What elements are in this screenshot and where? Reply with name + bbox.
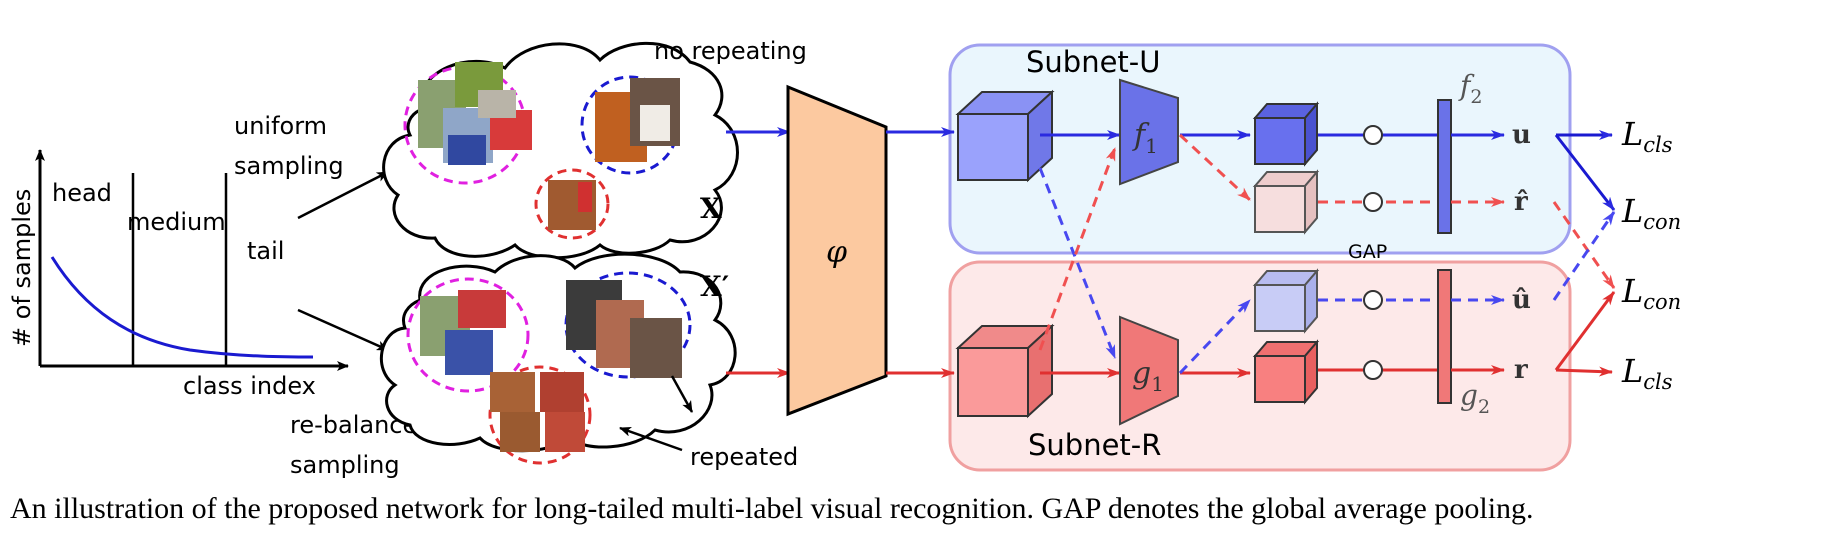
backbone-symbol: φ	[826, 235, 847, 270]
output-u: u	[1512, 120, 1531, 150]
tail-class-group	[564, 271, 692, 379]
sample-image	[490, 372, 535, 412]
loss-cls-r: Lcls	[1621, 352, 1673, 394]
sample-image	[578, 182, 592, 212]
cube-u	[1252, 101, 1320, 167]
loss-cls-u: Lcls	[1621, 115, 1673, 157]
head-class-group	[406, 277, 530, 393]
sample-image	[478, 90, 516, 118]
cube-u-hat	[1252, 268, 1320, 334]
no-repeating-label: no repeating	[654, 37, 807, 65]
sample-image	[630, 318, 682, 378]
subnet-r-title: Subnet-R	[1028, 428, 1161, 462]
subnet-u-title: Subnet-U	[1026, 45, 1160, 79]
rare-class-group	[488, 365, 592, 465]
u-hat-to-lcon-arrow	[1552, 211, 1616, 301]
repeated-arrow-2	[619, 426, 683, 452]
r-to-lcls-arrow	[1555, 366, 1613, 377]
gap-node	[1363, 125, 1383, 145]
cube-r-hat	[1252, 169, 1320, 235]
u-feature-to-g1-dashed-arrow	[1038, 167, 1117, 359]
uniform-sampling-arrow	[297, 170, 389, 220]
g2-classifier	[1437, 269, 1452, 404]
rebalanced-sampling-arrow	[297, 308, 389, 352]
rare-class-group	[534, 168, 610, 240]
gap-node	[1363, 192, 1383, 212]
sample-image	[640, 105, 670, 141]
gap-label: GAP	[1348, 241, 1387, 263]
g2-label: g2	[1460, 379, 1490, 418]
loss-con-r: Lcon	[1621, 272, 1681, 314]
network-diagram: # of samples head medium tail class inde…	[8, 37, 1681, 479]
sample-image	[448, 135, 486, 165]
figure-caption: An illustration of the proposed network …	[10, 492, 1534, 525]
uniform-batch-cloud	[382, 41, 739, 260]
sample-image	[545, 412, 585, 452]
rebalanced-sampling-label-2: sampling	[290, 451, 400, 479]
input-x-label: X	[700, 192, 722, 225]
feature-map-r	[955, 323, 1055, 419]
sample-image	[540, 372, 584, 412]
gap-node	[1363, 290, 1383, 310]
repeated-label: repeated	[690, 443, 798, 471]
r-hat-to-lcon-arrow	[1552, 201, 1616, 289]
repeated-arrow-1	[670, 375, 694, 413]
sample-image	[458, 290, 506, 328]
g1-head	[1119, 315, 1179, 426]
input-x-prime-label: X′	[700, 270, 729, 303]
loss-con-u: Lcon	[1621, 192, 1681, 234]
feature-map-u	[955, 89, 1055, 183]
output-u-hat: û	[1512, 285, 1531, 315]
r-feature-to-f1-dashed-arrow	[1038, 147, 1117, 351]
u-to-lcon-arrow	[1554, 134, 1616, 211]
medium-label: medium	[127, 208, 226, 236]
long-tail-curve	[50, 256, 314, 359]
distribution-plot: # of samples head medium tail class inde…	[8, 149, 349, 400]
gap-node	[1363, 360, 1383, 380]
y-axis-label: # of samples	[8, 189, 36, 347]
uniform-sampling-label-2: sampling	[234, 152, 344, 180]
uniform-sampling-label-1: uniform	[234, 112, 327, 140]
output-r: r	[1514, 355, 1528, 385]
rebalanced-batch-cloud	[379, 252, 737, 465]
g1-label: g1	[1132, 356, 1164, 396]
f1-head	[1119, 78, 1179, 186]
sample-image	[445, 330, 493, 375]
head-label: head	[52, 179, 112, 207]
f2-classifier	[1437, 99, 1452, 234]
sample-image	[500, 412, 540, 452]
r-to-lcon-arrow	[1554, 291, 1616, 371]
tail-label: tail	[247, 237, 284, 265]
cube-r	[1252, 339, 1320, 405]
backbone-trapezoid	[786, 84, 888, 417]
x-axis-label: class index	[183, 372, 316, 400]
output-r-hat: r̂	[1514, 187, 1528, 217]
